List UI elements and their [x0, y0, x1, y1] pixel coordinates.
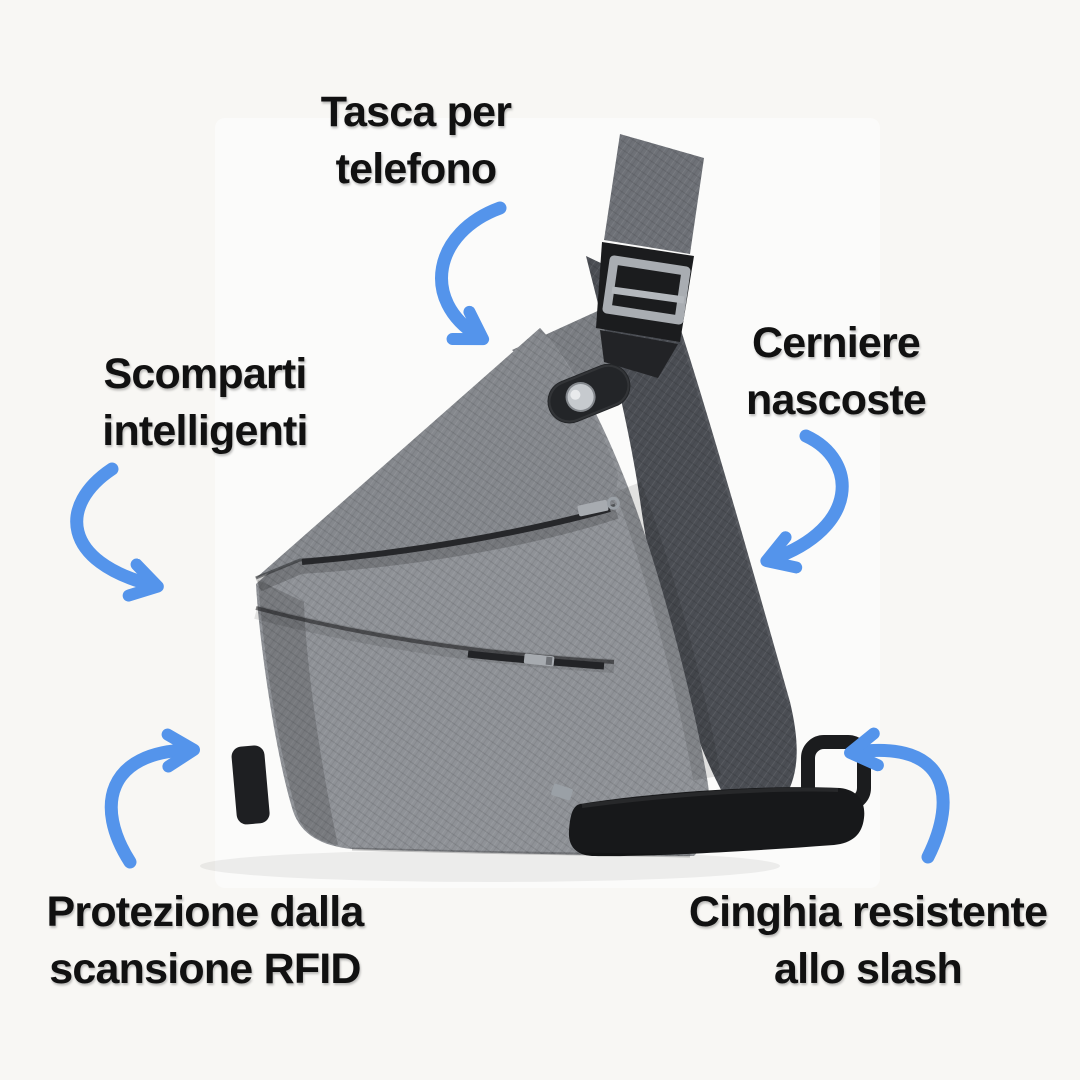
- curved-arrow-right-icon: [70, 462, 164, 602]
- feature-label-smart-compartments: Scomparti intelligenti: [102, 346, 308, 460]
- feature-label-line: intelligenti: [102, 407, 308, 455]
- feature-label-line: Cinghia resistente: [688, 888, 1048, 936]
- curved-arrow-down-left-icon: [760, 429, 849, 574]
- feature-label-line: Protezione dalla: [46, 888, 365, 936]
- sling-bag-photo: [200, 118, 880, 888]
- feature-label-phone-pocket: Tasca per telefono: [320, 84, 512, 198]
- feature-label-line: nascoste: [745, 376, 927, 424]
- feature-label-rfid-protection: Protezione dalla scansione RFID: [46, 884, 365, 998]
- feature-label-line: Scomparti: [103, 350, 307, 398]
- feature-label-hidden-zippers: Cerniere nascoste: [745, 315, 927, 429]
- feature-label-line: scansione RFID: [49, 945, 361, 993]
- feature-label-line: allo slash: [774, 945, 963, 993]
- feature-label-line: Tasca per: [320, 88, 512, 136]
- curved-arrow-up-right-icon: [104, 728, 200, 869]
- curved-arrow-left-icon: [844, 727, 950, 864]
- feature-label-line: telefono: [335, 145, 498, 193]
- feature-label-line: Cerniere: [751, 319, 921, 367]
- curved-arrow-down-right-icon: [435, 201, 507, 346]
- feature-label-slash-resistant-strap: Cinghia resistente allo slash: [688, 884, 1048, 998]
- snap-button-tab: [547, 363, 631, 424]
